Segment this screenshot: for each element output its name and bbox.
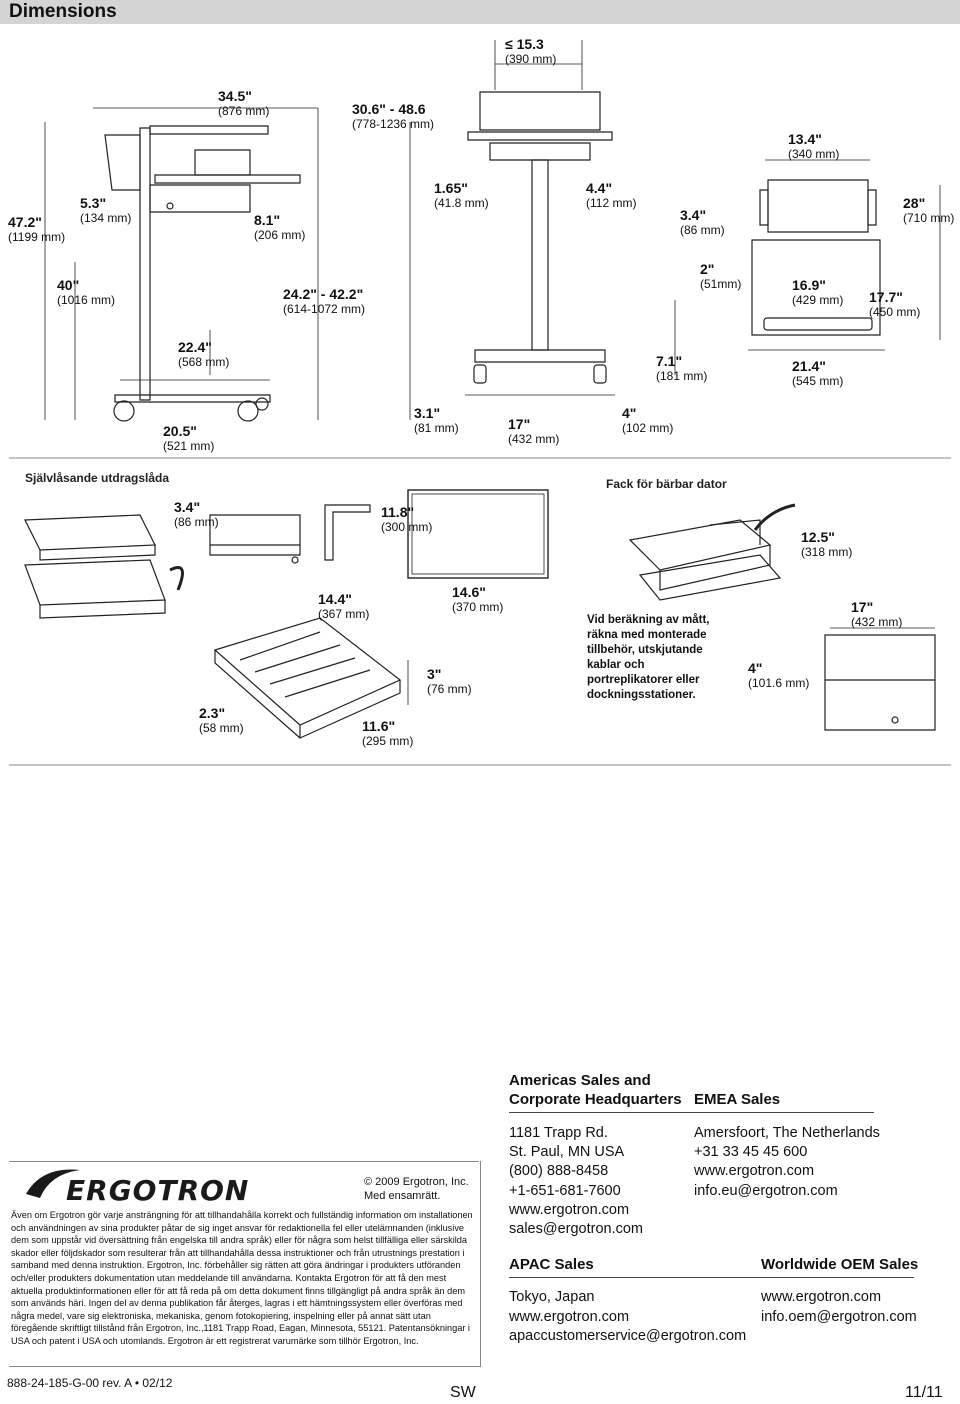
dim-tray-offset: 1.65"(41.8 mm)	[434, 180, 489, 210]
dim-drawer-3: 3"(76 mm)	[427, 666, 472, 696]
laptop-arrow	[753, 503, 796, 531]
header-bar	[0, 0, 960, 24]
americas-link[interactable]: www.ergotron.com	[509, 1202, 630, 1218]
cart-front-keyboard	[489, 142, 591, 161]
apac-line: Tokyo, Japan	[509, 1289, 595, 1305]
cart-side-drawer	[149, 184, 251, 213]
dim-overall-width: 28"(710 mm)	[903, 195, 955, 225]
laptop-section-label: Fack för bärbar dator	[606, 477, 727, 491]
copyright-line-2: Med ensamrätt.	[364, 1190, 441, 1202]
drawer-arrow	[169, 566, 184, 591]
dim-handle-height: 40"(1016 mm)	[57, 277, 116, 307]
drawer-side	[209, 514, 301, 556]
dim-drawer-14-6: 14.6"(370 mm)	[452, 584, 504, 614]
dim-base-width-top: 21.4"(545 mm)	[792, 358, 844, 388]
doc-number: 888-24-185-G-00 rev. A • 02/12	[7, 1376, 173, 1390]
dim-keyboard-range: 24.2" - 42.2"(614-1072 mm)	[283, 286, 366, 316]
cart-side-base	[114, 394, 271, 403]
cart-side-column	[139, 127, 151, 401]
dim-base-depth: 22.4"(568 mm)	[178, 339, 230, 369]
legal-disclaimer: Även om Ergotron gör varje ansträngning …	[11, 1210, 473, 1346]
americas-line: St. Paul, MN USA	[509, 1144, 625, 1160]
cart-side-wheel-1	[113, 400, 135, 422]
cart-front-base	[474, 349, 606, 363]
cart-side-worksurface	[149, 125, 269, 135]
dim-keyboard-offset: 8.1"(206 mm)	[254, 212, 306, 242]
dim-wheelbase: 20.5"(521 mm)	[163, 423, 215, 453]
drawer-bracket	[324, 504, 371, 561]
drawer-top-outline	[407, 489, 549, 579]
dimension-drawings	[9, 40, 951, 766]
americas-line: +1-651-681-7600	[509, 1183, 621, 1199]
dim-drawer-11-8: 11.8"(300 mm)	[381, 504, 433, 534]
oem-link[interactable]: www.ergotron.com	[761, 1289, 882, 1305]
cart-top-base	[751, 239, 881, 336]
cart-top-handle-left	[759, 189, 769, 226]
contacts-divider	[509, 1112, 874, 1113]
dim-laptop-4: 4"(101.6 mm)	[748, 660, 810, 690]
dim-drawer-3-4: 3.4"(86 mm)	[174, 499, 219, 529]
cart-side-keyboard	[194, 149, 251, 176]
cart-front-top	[479, 91, 601, 131]
emea-line: Amersfoort, The Netherlands	[694, 1125, 880, 1141]
emea-email[interactable]: info.eu@ergotron.com	[694, 1183, 838, 1199]
cart-front-column	[531, 159, 549, 351]
page-title: Dimensions	[9, 1, 117, 22]
cart-side-handle	[104, 134, 141, 191]
drawer-open	[24, 514, 156, 551]
emea-line: +31 33 45 45 600	[694, 1144, 808, 1160]
dim-base-side: 7.1"(181 mm)	[656, 353, 708, 383]
copyright: © 2009 Ergotron, Inc. Med ensamrätt.	[364, 1175, 469, 1203]
laptop-tray-iso	[628, 519, 772, 571]
dim-drawer-14-4: 14.4"(367 mm)	[318, 591, 370, 621]
cart-side-wheel-2	[237, 400, 259, 422]
dim-drawer-height: 3.4"(86 mm)	[680, 207, 725, 237]
dim-keyboard-drop: 4.4"(112 mm)	[586, 180, 637, 210]
apac-heading: APAC Sales	[509, 1256, 594, 1273]
copyright-line-1: © 2009 Ergotron, Inc.	[364, 1176, 469, 1188]
dim-base-depth-top: 17.7"(450 mm)	[869, 289, 921, 319]
americas-line: 1181 Trapp Rd.	[509, 1125, 608, 1141]
apac-link[interactable]: www.ergotron.com	[509, 1309, 630, 1325]
oem-heading: Worldwide OEM Sales	[761, 1256, 919, 1273]
dim-overall-height: 47.2"(1199 mm)	[8, 214, 66, 244]
dim-inner-width: 16.9"(429 mm)	[792, 277, 844, 307]
americas-line: (800) 888-8458	[509, 1163, 609, 1179]
page-number: 11/11	[905, 1384, 943, 1401]
dim-tray-gap: 2"(51mm)	[700, 261, 742, 291]
dim-drawer-11-6: 11.6"(295 mm)	[362, 718, 414, 748]
ergotron-logo-swoosh-icon	[26, 1169, 80, 1198]
company-box-edge	[480, 1161, 481, 1366]
dim-laptop-17: 17"(432 mm)	[851, 599, 903, 629]
americas-email[interactable]: sales@ergotron.com	[509, 1221, 643, 1237]
drawer-section-label: Självlåsande utdragslåda	[25, 471, 170, 485]
language-code: SW	[450, 1384, 476, 1401]
dim-base-width: 17"(432 mm)	[508, 416, 560, 446]
laptop-side	[824, 634, 936, 731]
dim-caster-offset: 4"(102 mm)	[622, 405, 674, 435]
emea-heading: EMEA Sales	[694, 1091, 781, 1108]
oem-email[interactable]: info.oem@ergotron.com	[761, 1309, 917, 1325]
dim-worksurface-width: 13.4"(340 mm)	[788, 131, 840, 161]
contacts-divider-2	[509, 1277, 914, 1278]
dim-caster-height: 3.1"(81 mm)	[414, 405, 459, 435]
laptop-note: Vid beräkning av mått, räkna med montera…	[587, 614, 710, 701]
cart-side-tray	[154, 174, 301, 184]
cart-top-handle-right	[867, 189, 877, 226]
emea-link[interactable]: www.ergotron.com	[694, 1163, 815, 1179]
dim-overall-depth: 34.5"(876 mm)	[218, 88, 270, 118]
cart-top-surface	[767, 179, 869, 233]
company-divider	[9, 1161, 479, 1162]
dim-top-width: ≤ 15.3(390 mm)	[505, 36, 557, 66]
americas-heading-2: Corporate Headquarters	[509, 1091, 682, 1108]
dim-worksurface-range: 30.6" - 48.6(778-1236 mm)	[352, 101, 435, 131]
dim-handle-depth: 5.3"(134 mm)	[80, 195, 132, 225]
company-box-bottom	[9, 1366, 481, 1367]
dim-laptop-12-5: 12.5"(318 mm)	[801, 529, 853, 559]
ergotron-logo: ERGOTRON	[66, 1174, 250, 1207]
americas-heading-1: Americas Sales and	[509, 1072, 651, 1089]
cart-front-tray	[467, 131, 613, 141]
apac-email[interactable]: apaccustomerservice@ergotron.com	[509, 1328, 747, 1344]
dim-drawer-2-3: 2.3"(58 mm)	[199, 705, 244, 735]
